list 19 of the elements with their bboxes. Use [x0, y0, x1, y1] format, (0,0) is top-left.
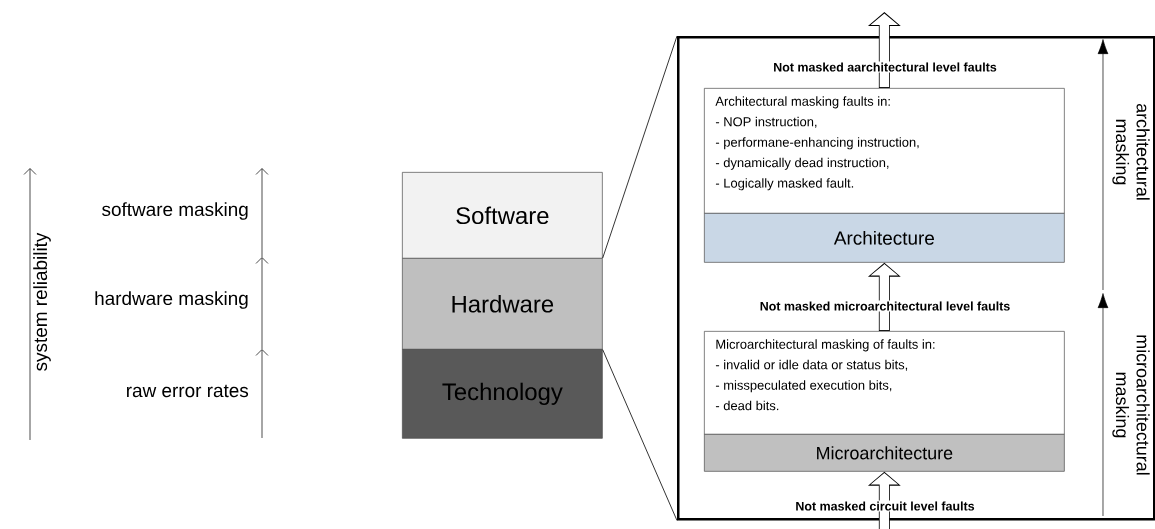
- text-box: Microarchitectural masking of faults in: - invalid or idle data or status bits, - misspeculated execution bits, - dead bits.: [704, 331, 1065, 435]
- layer-box: Microarchitecture: [704, 434, 1065, 472]
- zoom-line: [602, 349, 678, 521]
- text-box: Architectural masking faults in: - NOP instruction, - performane-enhancing instruction, - dynamically dead instruction, - Logically masked fault.: [704, 88, 1065, 214]
- layer-box: Hardware: [402, 258, 603, 350]
- axis-label: system reliability: [33, 232, 51, 371]
- edge-label: Not masked microarchitectural level faults: [758, 300, 1012, 312]
- zoom-frame: [677, 36, 1155, 521]
- edge-label: Not masked circuit level faults: [794, 500, 976, 512]
- layer-box: Architecture: [704, 213, 1065, 263]
- masking-label: architectural masking: [1112, 103, 1150, 200]
- edge-label: Not masked aarchitectural level faults: [772, 61, 998, 73]
- layer-label: software masking: [102, 202, 248, 220]
- layer-box: Software: [402, 172, 603, 259]
- layer-box: Technology: [402, 349, 603, 439]
- layer-label: hardware masking: [95, 291, 248, 309]
- masking-label: microarchitectural masking: [1112, 335, 1150, 475]
- zoom-line: [602, 35, 678, 259]
- layer-label: raw error rates: [127, 384, 249, 398]
